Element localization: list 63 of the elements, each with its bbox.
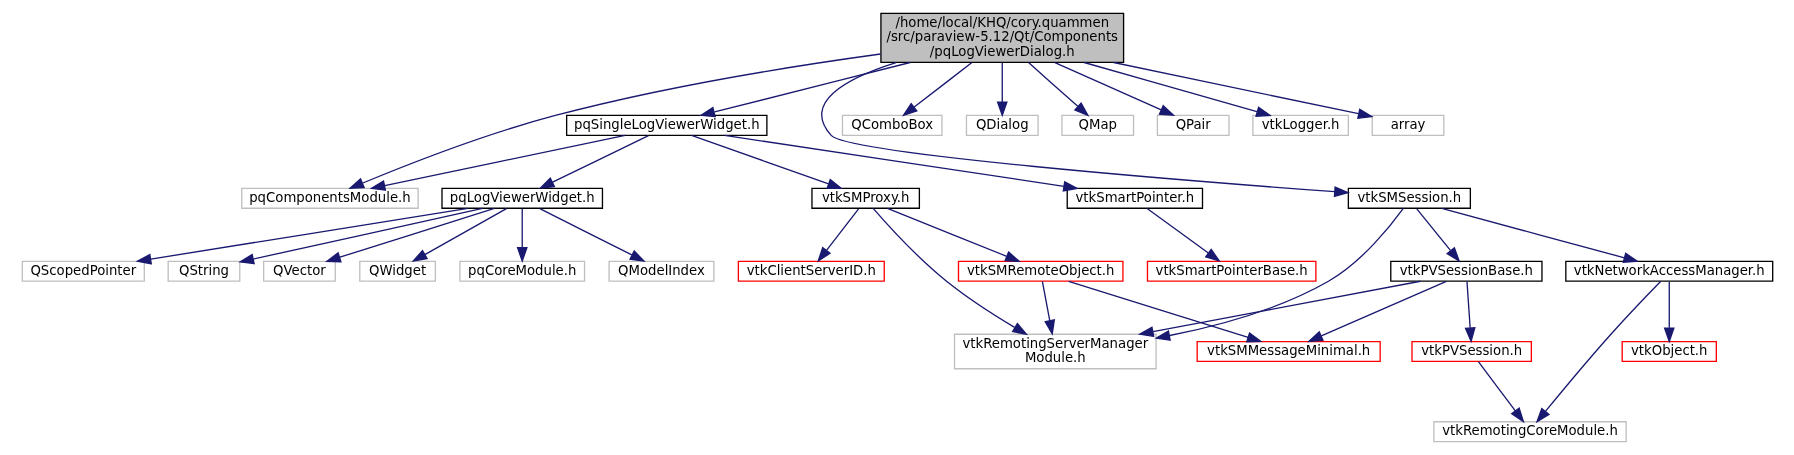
arrow (237, 207, 483, 265)
node-box: QDialog (965, 114, 1039, 136)
arrow (996, 62, 1008, 118)
node-box: QModelIndex (607, 260, 714, 282)
node-box: vtkRemotingCoreModule.h (1432, 421, 1627, 443)
arrow (1053, 61, 1175, 117)
node-box: vtkSmartPointerBase.h (1146, 260, 1317, 282)
arrow (516, 208, 528, 263)
node-box: array (1371, 114, 1444, 136)
node-box: pqSingleLogViewerWidget.h (565, 114, 768, 136)
node-box: vtkSMMessageMinimal.h (1196, 340, 1381, 363)
arrow (1145, 207, 1221, 263)
arrow (1415, 208, 1460, 263)
node-box: vtkClientServerID.h (737, 260, 885, 282)
arrow (1663, 280, 1675, 344)
node-box: QComboBox (841, 114, 943, 136)
arrow (411, 207, 507, 263)
node-box: vtkSmartPointer.h (1066, 187, 1203, 209)
arrow (690, 134, 843, 189)
node-box: QVector (262, 260, 336, 282)
node-box: vtkRemotingServerManager Module.h (953, 333, 1157, 370)
arrow (347, 53, 881, 190)
node-box: QString (167, 260, 240, 282)
node-box: pqComponentsModule.h (240, 187, 419, 209)
arrow (369, 134, 626, 191)
arrow (820, 61, 1350, 198)
arrow (1535, 280, 1661, 424)
node-box: vtkSMProxy.h (810, 187, 920, 209)
arrow (1067, 280, 1263, 343)
arrow (1112, 61, 1374, 120)
arrow (538, 207, 646, 262)
arrow (1477, 361, 1525, 424)
node-box: QPair (1156, 114, 1230, 136)
node-box: vtkObject.h (1621, 340, 1717, 363)
arrow (1440, 207, 1639, 264)
node-box: pqCoreModule.h (458, 260, 585, 282)
arrow (1153, 207, 1404, 341)
arrow (1083, 61, 1272, 117)
node-box: /home/local/KHQ/cory.quammen /src/paraview-5.12/Qt/Components /pqLogViewerDialog.h (879, 12, 1124, 64)
arrow (1137, 280, 1421, 338)
arrow (698, 61, 911, 118)
arrow (871, 207, 1028, 336)
arrow (324, 207, 495, 263)
node-box: vtkPVSession.h (1410, 340, 1532, 363)
node-box: vtkPVSessionBase.h (1389, 260, 1543, 282)
node-box: QWidget (358, 260, 436, 282)
arrow (886, 207, 1021, 263)
node-box: vtkSMSession.h (1347, 187, 1471, 209)
node-box: vtkLogger.h (1251, 114, 1349, 136)
arrow (816, 208, 859, 263)
node-box: vtkNetworkAccessManager.h (1564, 260, 1773, 282)
node-box: QMap (1060, 114, 1134, 136)
node-box: pqLogViewerWidget.h (440, 187, 603, 209)
node-box: QScopedPointer (21, 260, 145, 282)
arrow (901, 62, 972, 117)
arrow (134, 207, 469, 265)
arrow (723, 134, 1079, 192)
arrow (538, 134, 649, 190)
arrow (1464, 280, 1476, 344)
arrow (1041, 280, 1055, 336)
arrow (1027, 62, 1089, 117)
node-box: vtkSMRemoteObject.h (957, 260, 1124, 282)
arrow (1306, 280, 1447, 343)
